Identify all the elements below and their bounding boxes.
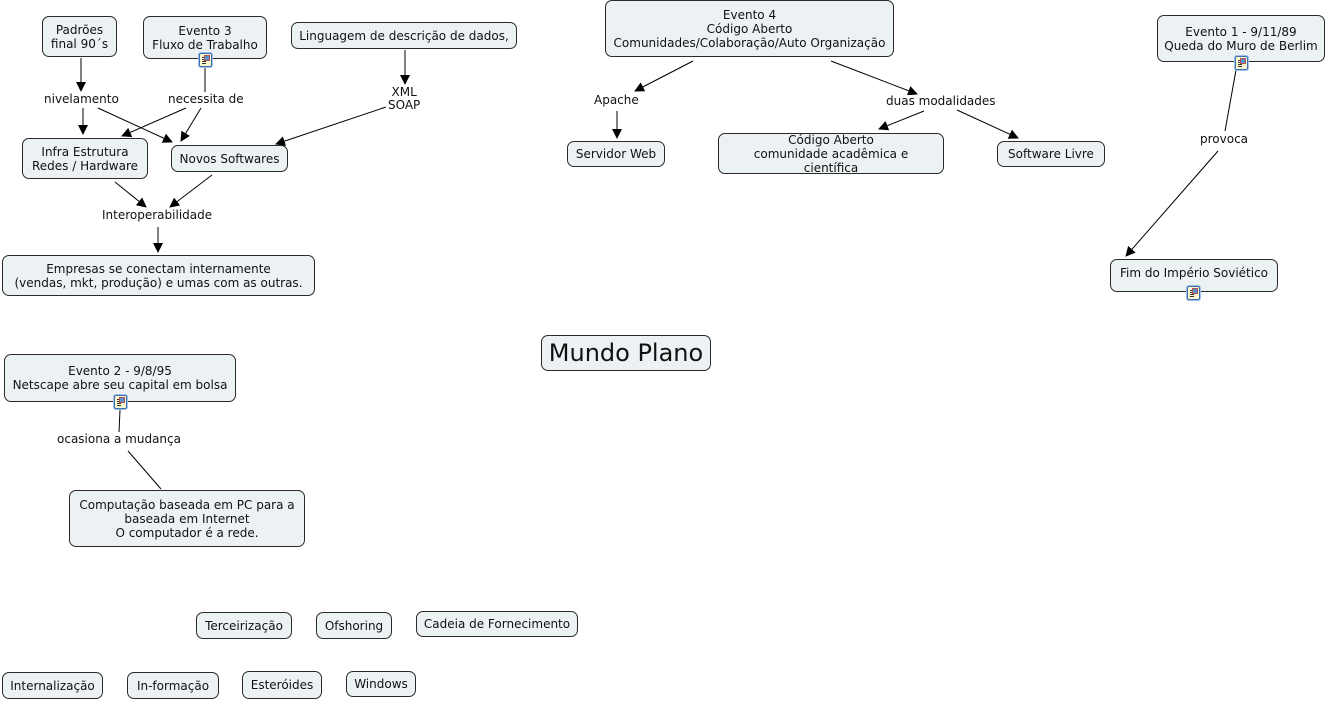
concept-computacao[interactable]: Computação baseada em PC para a baseada … (69, 490, 305, 547)
concept-in-formacao[interactable]: In-formação (127, 672, 219, 699)
concept-label: Ofshoring (324, 618, 384, 633)
concept-label: Servidor Web (575, 147, 657, 161)
concept-label: Evento 1 - 9/11/89 Queda do Muro de Berl… (1164, 24, 1318, 53)
concept-terceirizacao[interactable]: Terceirização (196, 612, 292, 639)
link-duas-livre (956, 109, 1019, 139)
link-infra-interop (114, 181, 147, 208)
concept-evento4[interactable]: Evento 4 Código Aberto Comunidades/Colab… (605, 0, 894, 57)
link-duas-codigo (878, 110, 925, 131)
concept-label: Software Livre (1008, 147, 1094, 161)
link-phrase-nivelamento[interactable]: nivelamento (42, 92, 121, 106)
concept-label: Evento 3 Fluxo de Trabalho (152, 23, 258, 52)
concept-label: Linguagem de descrição de dados, (299, 28, 509, 43)
resource-document-icon[interactable] (1235, 56, 1248, 70)
concept-linguagem[interactable]: Linguagem de descrição de dados, (291, 22, 517, 49)
concept-cadeia-fornecimento[interactable]: Cadeia de Fornecimento (416, 611, 578, 637)
concept-evento3[interactable]: Evento 3 Fluxo de Trabalho (143, 16, 267, 59)
concept-label: Computação baseada em PC para a baseada … (79, 497, 295, 540)
resource-document-icon[interactable] (114, 395, 127, 409)
concept-evento2[interactable]: Evento 2 - 9/8/95 Netscape abre seu capi… (4, 354, 236, 402)
concept-ofshoring[interactable]: Ofshoring (316, 612, 392, 639)
concept-codigo-aberto[interactable]: Código Aberto comunidade acadêmica e cie… (718, 132, 944, 175)
link-phrase-interoperabilidade[interactable]: Interoperabilidade (100, 208, 215, 222)
concept-label: Cadeia de Fornecimento (423, 617, 571, 631)
link-evento2-ocasiona (118, 409, 121, 433)
concept-label: Windows (354, 677, 408, 691)
link-phrase-ocasiona-a-mudanca[interactable]: ocasiona a mudança (55, 432, 183, 446)
concept-novos-softwares[interactable]: Novos Softwares (171, 145, 288, 172)
resource-document-icon[interactable] (1187, 286, 1200, 300)
link-phrase-duas-modalidades[interactable]: duas modalidades (884, 94, 998, 108)
link-ocasiona-computacao (127, 450, 162, 490)
resource-document-icon[interactable] (199, 53, 212, 67)
concept-software-livre[interactable]: Software Livre (997, 141, 1105, 167)
link-necessita-infra (121, 107, 187, 137)
concept-servidor-web[interactable]: Servidor Web (567, 141, 665, 167)
link-xml-novos (275, 106, 387, 146)
link-evento4-duas (830, 60, 918, 96)
link-evento4-apache (634, 60, 694, 92)
concept-windows[interactable]: Windows (346, 671, 416, 697)
concept-label: Empresas se conectam internamente (venda… (14, 261, 303, 290)
link-phrase-xml-soap[interactable]: XML SOAP (386, 85, 423, 112)
link-phrase-necessita-de[interactable]: necessita de (166, 92, 246, 106)
root-concept-mundo-plano[interactable]: Mundo Plano (541, 335, 711, 371)
concept-label: Esteróides (250, 678, 314, 692)
link-phrase-apache[interactable]: Apache (592, 93, 641, 107)
concept-label: Evento 2 - 9/8/95 Netscape abre seu capi… (12, 364, 228, 392)
concept-internalizacao[interactable]: Internalização (2, 672, 103, 699)
link-provoca-fim (1125, 150, 1219, 257)
concept-label: Infra Estrutura Redes / Hardware (31, 144, 139, 173)
concept-label: Novos Softwares (179, 151, 280, 166)
concept-esteroides[interactable]: Esteróides (242, 671, 322, 699)
link-novos-interop (169, 174, 213, 208)
concept-label: Terceirização (205, 618, 283, 633)
concept-padroes[interactable]: Padrões final 90´s (42, 16, 117, 57)
link-nivelamento-novos (97, 107, 173, 143)
concept-empresas[interactable]: Empresas se conectam internamente (venda… (2, 255, 315, 296)
concept-label: Fim do Império Soviético (1119, 265, 1269, 280)
concept-infra-estrutura[interactable]: Infra Estrutura Redes / Hardware (22, 138, 148, 179)
root-concept-label: Mundo Plano (548, 339, 704, 367)
link-necessita-novos (180, 107, 202, 142)
link-evento1-provoca (1224, 69, 1237, 132)
concept-label: Padrões final 90´s (50, 22, 109, 51)
concept-label: Internalização (10, 678, 95, 693)
concept-label: Código Aberto comunidade acadêmica e cie… (753, 132, 909, 175)
concept-evento1[interactable]: Evento 1 - 9/11/89 Queda do Muro de Berl… (1157, 15, 1325, 62)
link-phrase-provoca[interactable]: provoca (1198, 132, 1251, 146)
concept-label: In-formação (136, 678, 210, 693)
concept-label: Evento 4 Código Aberto Comunidades/Colab… (613, 7, 886, 50)
